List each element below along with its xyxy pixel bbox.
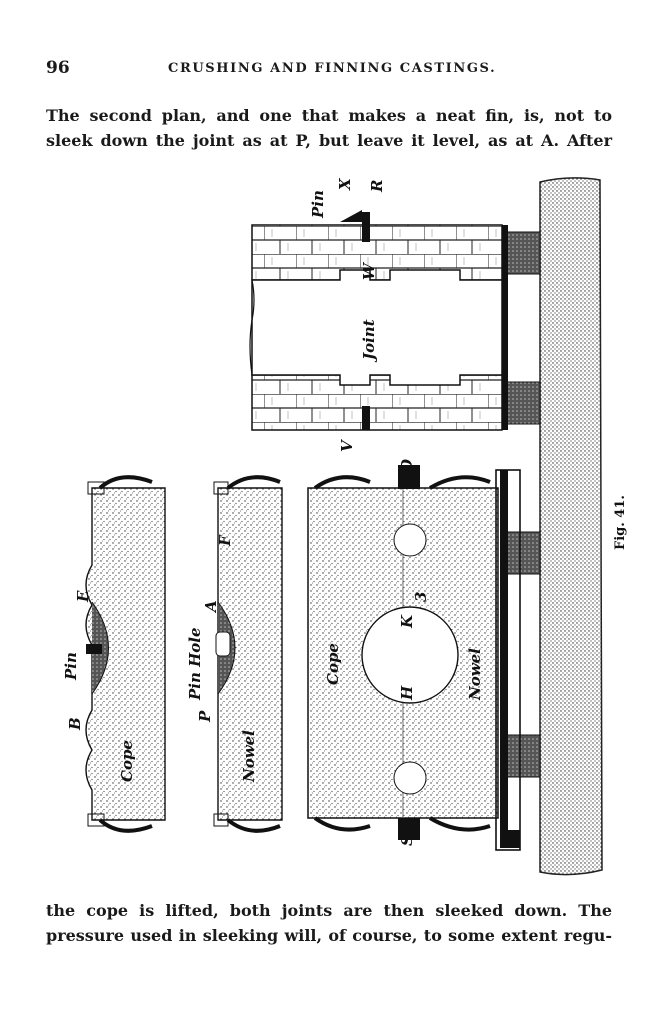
text-line: The second plan, and one that makes a ne…	[46, 106, 612, 125]
running-head: CRUSHING AND FINNING CASTINGS.	[168, 61, 497, 76]
label-x: X	[336, 177, 354, 191]
paragraph-top: The second plan, and one that makes a ne…	[46, 103, 612, 153]
text-line: sleek down the joint as at P, but leave …	[46, 131, 612, 150]
label-pin-top: Pin	[309, 190, 327, 219]
label-d: D	[398, 459, 416, 473]
floor-supports	[500, 231, 541, 840]
paragraph-bottom: the cope is lifted, both joints are then…	[46, 898, 612, 948]
joint-flask-diagram: Pin X R W Joint V	[249, 177, 508, 452]
label-pin-hole: Pin Hole	[186, 627, 204, 701]
floor-slab	[539, 177, 603, 876]
small-nowel-diagram: Pin Hole P A F Nowel	[186, 475, 283, 833]
label-a: A	[202, 600, 220, 614]
label-w: W	[360, 261, 378, 280]
figure-caption: Fig. 41.	[613, 495, 628, 550]
label-r: R	[368, 180, 386, 193]
label-e: E	[74, 590, 92, 603]
label-joint: Joint	[360, 319, 378, 363]
label-h: H	[398, 685, 416, 701]
small-cope-diagram: Pin E B Cope	[62, 475, 166, 833]
label-nowel-big: Nowel	[466, 648, 484, 701]
large-flask-diagram: D Cope K 3 H Nowel S	[307, 459, 521, 851]
label-p: P	[196, 710, 214, 723]
label-v: V	[338, 439, 356, 452]
label-s: S	[398, 835, 416, 846]
label-cope-left: Cope	[118, 740, 136, 782]
label-cope-big: Cope	[324, 643, 342, 685]
label-b: B	[66, 717, 84, 731]
text-line: the cope is lifted, both joints are then…	[46, 901, 612, 920]
label-nowel-left: Nowel	[240, 730, 258, 783]
label-pin-left: Pin	[62, 652, 80, 681]
page-number: 96	[46, 58, 70, 78]
figure-41: Pin X R W Joint V Pin E B Cope Pin Hole …	[40, 170, 630, 890]
label-f: F	[216, 534, 234, 547]
label-k: K	[398, 614, 416, 629]
text-line: pressure used in sleeking will, of cours…	[46, 926, 612, 945]
label-3: 3	[412, 592, 430, 602]
